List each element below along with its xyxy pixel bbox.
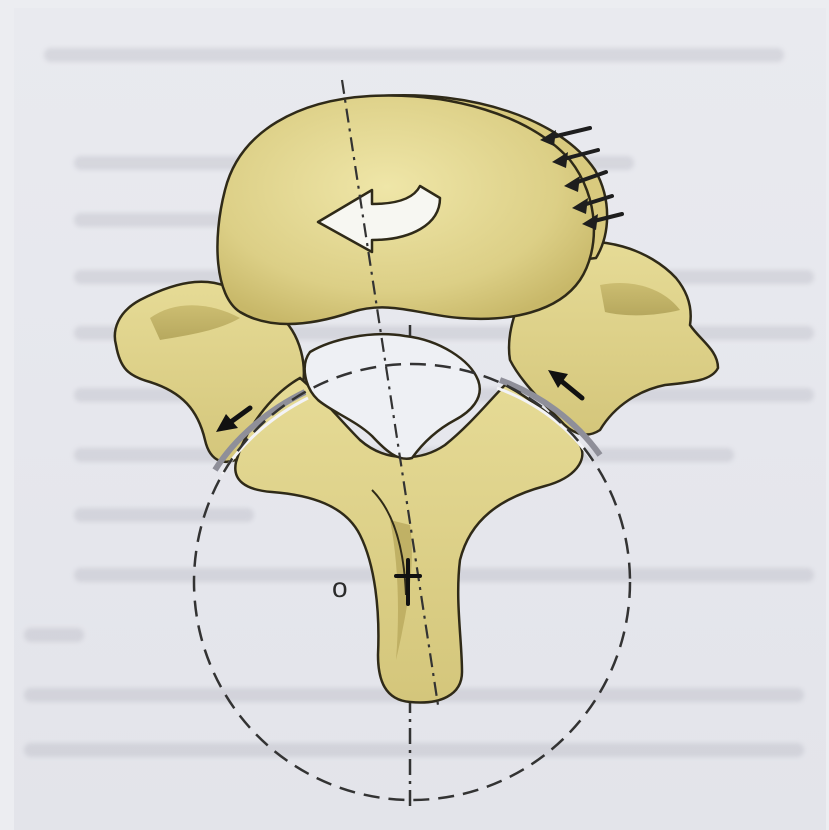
rotation-center-label: o bbox=[332, 572, 348, 604]
